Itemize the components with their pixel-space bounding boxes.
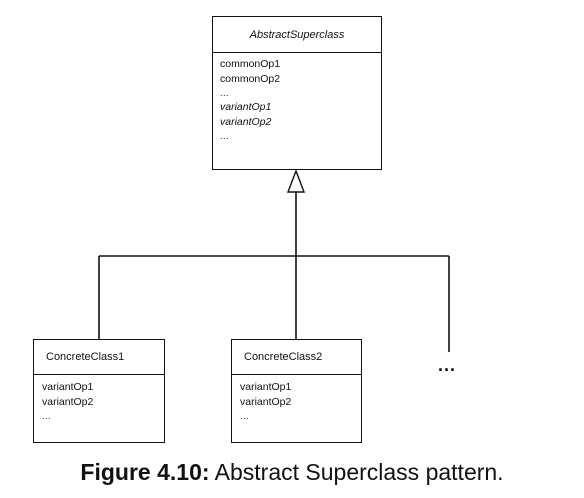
operation-variant-op2: variantOp2 xyxy=(240,396,292,408)
operation-ellipsis: ... xyxy=(240,411,250,421)
inheritance-connectors xyxy=(98,169,450,352)
operation-variant-op1: variantOp1 xyxy=(240,381,292,393)
abstract-superclass-box: AbstractSuperclass commonOp1 commonOp2 .… xyxy=(212,16,382,170)
operation-ellipsis: ... xyxy=(220,131,230,141)
operation-ellipsis: ... xyxy=(42,411,52,421)
operation-variant-op1: variantOp1 xyxy=(220,101,272,113)
abstract-class-name: AbstractSuperclass xyxy=(213,17,381,53)
uml-class-diagram: AbstractSuperclass commonOp1 commonOp2 .… xyxy=(33,16,457,443)
more-subclasses-ellipsis: ... xyxy=(438,355,457,375)
concrete-class-2-name: ConcreteClass2 xyxy=(232,340,361,375)
operation-variant-op2: variantOp2 xyxy=(42,396,94,408)
generalization-arrowhead-icon xyxy=(286,169,306,193)
concrete-class-2-operations: variantOp1 variantOp2 ... xyxy=(232,375,361,423)
operation-common-op1: commonOp1 xyxy=(220,58,281,70)
figure-caption-label: Figure 4.10: xyxy=(80,459,210,485)
concrete-class-2-box: ConcreteClass2 variantOp1 variantOp2 ... xyxy=(231,339,362,443)
operation-variant-op2: variantOp2 xyxy=(220,116,272,128)
concrete-class-1-operations: variantOp1 variantOp2 ... xyxy=(34,375,164,423)
concrete-class-1-box: ConcreteClass1 variantOp1 variantOp2 ... xyxy=(33,339,165,443)
operation-ellipsis: ... xyxy=(220,88,230,98)
operation-common-op2: commonOp2 xyxy=(220,73,281,85)
abstract-class-operations: commonOp1 commonOp2 ... variantOp1 varia… xyxy=(213,53,381,143)
concrete-class-1-name: ConcreteClass1 xyxy=(34,340,164,375)
operation-variant-op1: variantOp1 xyxy=(42,381,94,393)
figure-caption-text: Abstract Superclass pattern. xyxy=(214,459,504,485)
figure-caption: Figure 4.10: Abstract Superclass pattern… xyxy=(0,459,584,486)
